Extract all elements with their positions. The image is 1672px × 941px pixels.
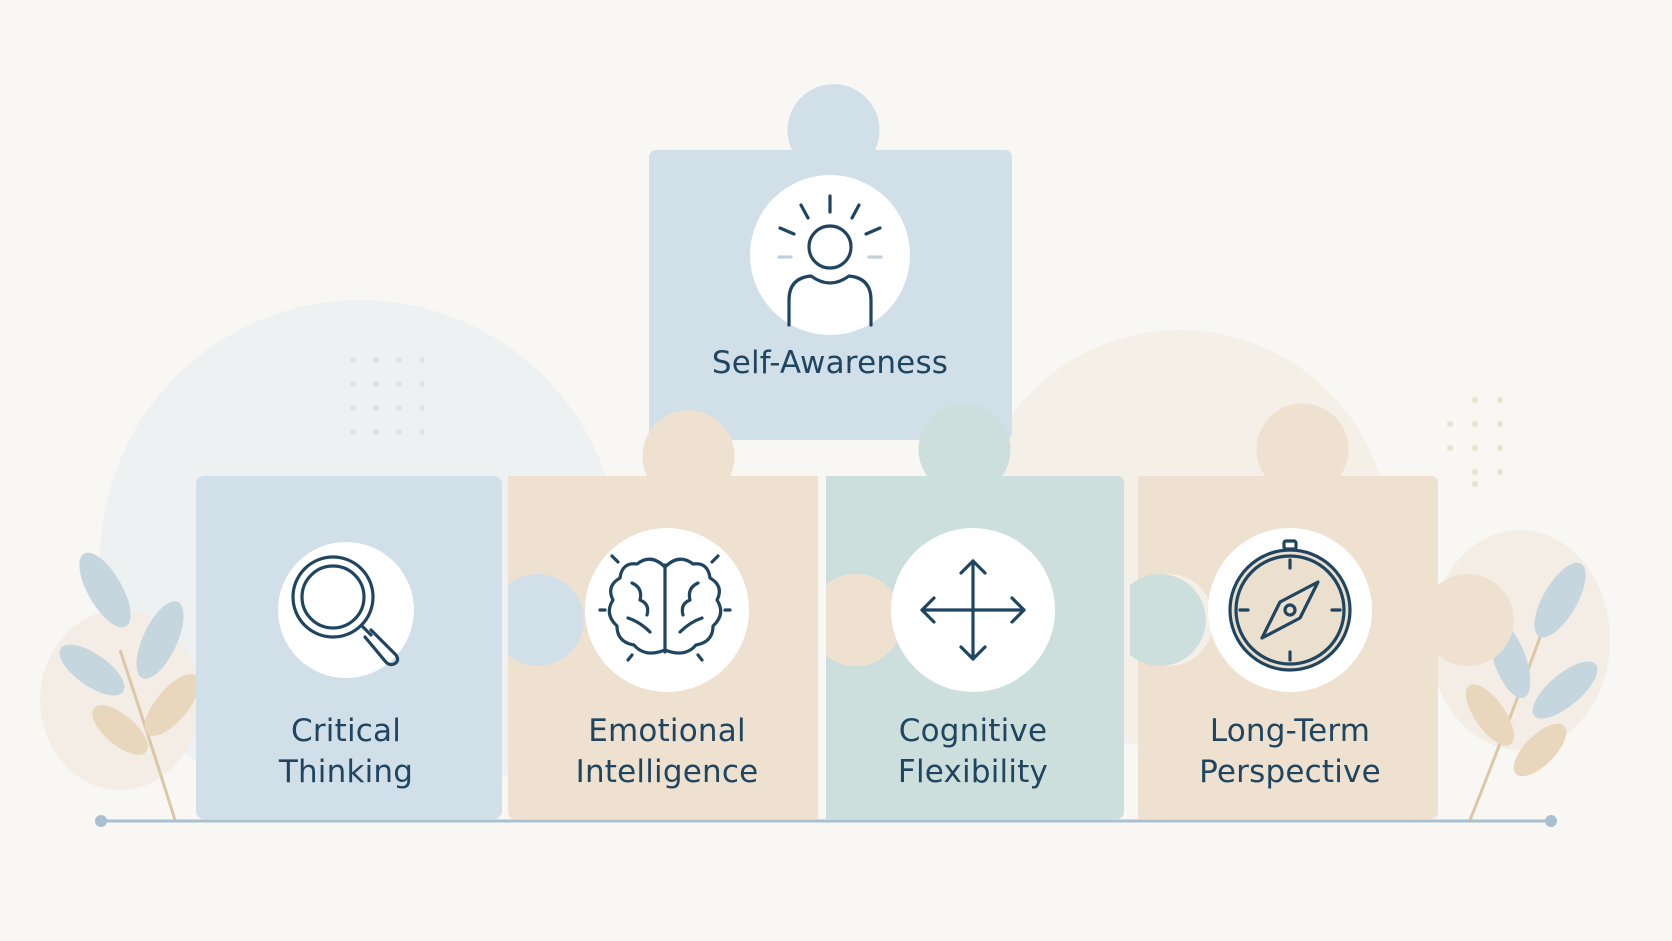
piece-label-line2: Thinking: [278, 754, 414, 790]
piece-label-emotional-intelligence: Emotional Intelligence: [507, 711, 827, 793]
piece-label-line1: Critical: [290, 713, 402, 749]
dot-grid-left: [350, 357, 425, 435]
compass-icon: [1228, 539, 1352, 672]
puzzle-piece-long-term-perspective: [1130, 403, 1514, 819]
leaf-branch-right: [1465, 562, 1598, 821]
puzzle-piece-cognitive-flexibility: [826, 403, 1124, 819]
piece-label-line1: Long-Term: [1209, 713, 1371, 749]
piece-label-critical-thinking: Critical Thinking: [186, 711, 506, 793]
puzzle-piece-emotional-intelligence: [508, 410, 818, 819]
baseline: [95, 815, 1557, 827]
leaf-branch-left: [59, 552, 200, 821]
piece-label-line2: Intelligence: [575, 754, 759, 790]
dot-grid-right: [1447, 397, 1503, 487]
piece-label-long-term-perspective: Long-Term Perspective: [1130, 711, 1450, 793]
piece-label-line1: Cognitive: [898, 713, 1048, 749]
puzzle-piece-critical-thinking: [196, 476, 502, 819]
magnifier-icon: [291, 555, 400, 667]
four-arrows-icon: [920, 559, 1026, 661]
piece-label-cognitive-flexibility: Cognitive Flexibility: [813, 711, 1133, 793]
piece-label-line2: Flexibility: [897, 754, 1049, 790]
person-glow-icon: [777, 194, 883, 327]
piece-label-line2: Perspective: [1199, 754, 1381, 790]
brain-icon: [598, 554, 732, 662]
piece-title-self-awareness: Self-Awareness: [711, 345, 949, 381]
piece-label-line1: Emotional: [588, 713, 746, 749]
piece-label-self-awareness: Self-Awareness: [670, 343, 990, 384]
puzzle-piece-self-awareness: [649, 84, 1012, 441]
